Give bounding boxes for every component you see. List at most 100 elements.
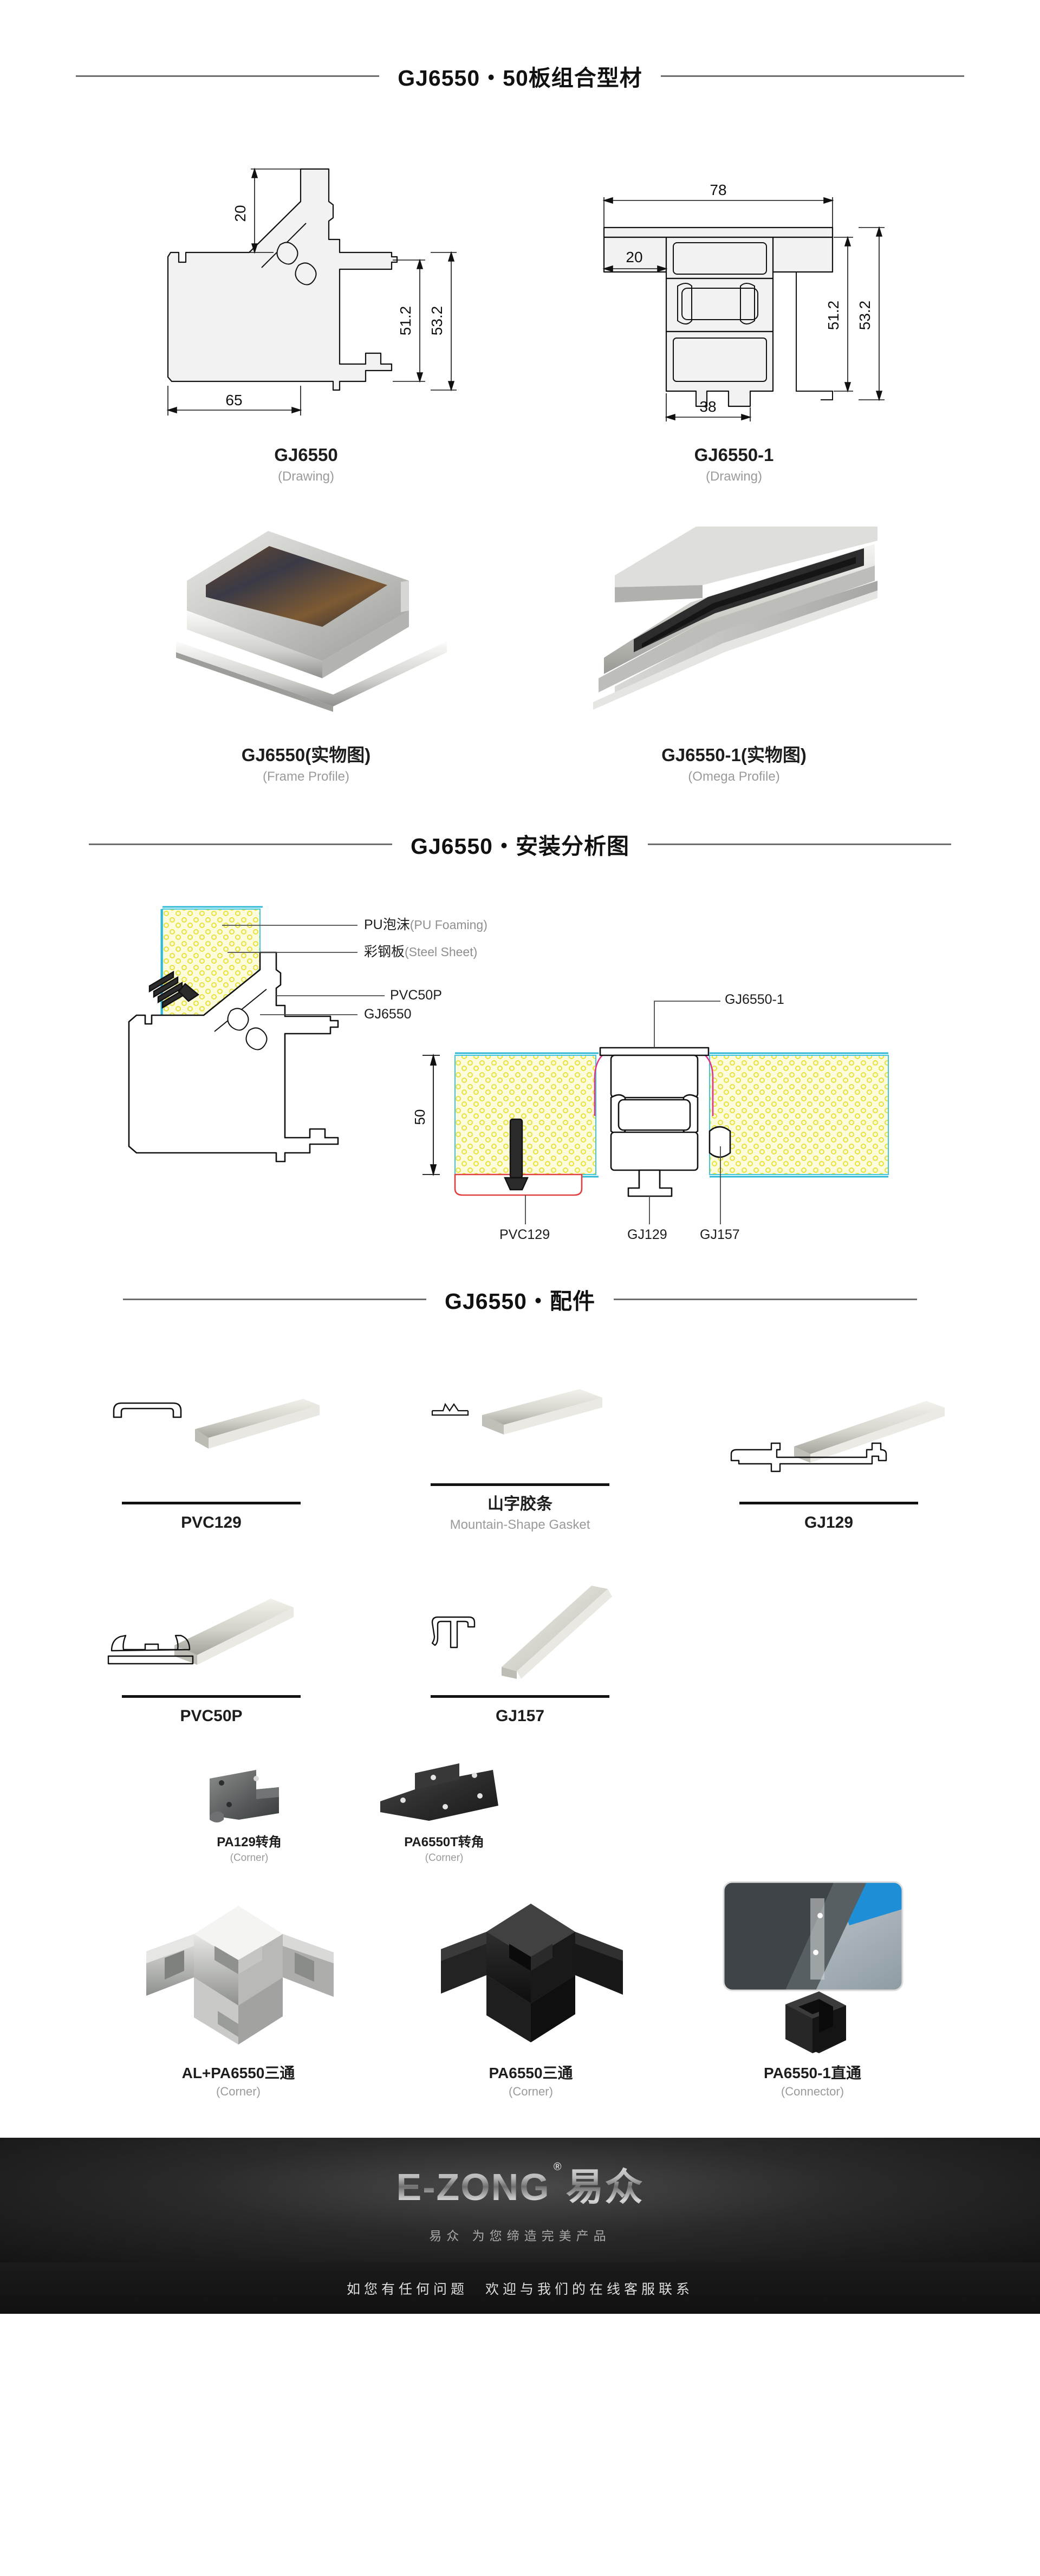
drawing-caption-cn: GJ6550	[274, 445, 338, 465]
parts-row-2: PVC50P GJ157	[0, 1565, 1040, 1728]
part-underline	[122, 1501, 301, 1504]
part-cell-pa129-corner: PA129转角 (Corner)	[179, 1749, 320, 1866]
part-label-cn: AL+PA6550三通	[181, 2064, 295, 2081]
part-label-cn: PA6550-1直通	[763, 2064, 861, 2081]
install-label-gj129: GJ129	[627, 1227, 667, 1243]
part-cell-pa6550-1-connector: PA6550-1直通 (Connector)	[693, 1877, 932, 2100]
section-title-profiles: GJ6550・50板组合型材	[398, 66, 642, 90]
pa6550-tee-art	[441, 1903, 623, 2042]
footer-logo-band: E-ZONG®易众 易众 为您缔造完美产品	[0, 2138, 1040, 2263]
part-label-cn: PVC50P	[180, 1707, 243, 1725]
dim-53-2-b: 53.2	[856, 301, 873, 330]
screw-centre	[504, 1119, 529, 1191]
part-art-pa6550-tee	[422, 1877, 639, 2055]
install-dim-50: 50	[412, 1109, 428, 1125]
install-label-steel-sheet: 彩钢板(Steel Sheet)	[364, 944, 477, 960]
part-art-pa129-corner	[187, 1749, 311, 1831]
part-label-pa6550-tee: PA6550三通 (Corner)	[489, 2063, 573, 2100]
part-label-pvc129: PVC129	[181, 1512, 242, 1534]
part-underline	[122, 1695, 301, 1698]
drawing-caption-en: (Drawing)	[705, 469, 762, 484]
part-label-cn: 山字胶条	[487, 1495, 552, 1514]
part-underline	[431, 1483, 609, 1487]
technical-drawings-row: 20 51.2	[0, 126, 1040, 485]
header-rule-left	[89, 843, 393, 845]
part-label-gj129: GJ129	[804, 1512, 853, 1534]
section-header-profiles: GJ6550・50板组合型材	[0, 60, 1040, 92]
part-art-pa6550-1-connector	[704, 1877, 921, 2055]
gj6550-section-svg: 20 51.2	[166, 167, 457, 416]
part-cell-pvc129: PVC129	[81, 1372, 341, 1534]
steel-sheet-en: (Steel Sheet)	[405, 945, 478, 959]
photo-caption-en: (Omega Profile)	[688, 769, 780, 784]
dim-51-2: 51.2	[397, 306, 414, 336]
parts-row-1: PVC129 山字胶	[0, 1353, 1040, 1534]
part-label-gj157: GJ157	[496, 1705, 544, 1728]
al-pa6550-tee-art	[146, 1905, 334, 2045]
pu-foam-en: (PU Foaming)	[410, 918, 487, 932]
part-label-cn: PA6550T转角	[404, 1834, 484, 1850]
part-label-gasket: 山字胶条 Mountain-Shape Gasket	[450, 1494, 590, 1534]
part-label-en: (Corner)	[216, 2084, 261, 2098]
install-label-pvc50p: PVC50P	[390, 988, 442, 1003]
dim-78: 78	[710, 181, 726, 198]
mountain-gasket-art	[431, 1389, 602, 1435]
install-label-pu-foam: PU泡沫(PU Foaming)	[364, 917, 487, 933]
part-label-pa6550-1-connector: PA6550-1直通 (Connector)	[764, 2063, 861, 2100]
photo-caption-gj6550-1: GJ6550-1(实物图) (Omega Profile)	[661, 743, 807, 786]
section-title-parts: GJ6550・配件	[445, 1289, 595, 1314]
photo-gj6550	[154, 510, 458, 727]
gj6550-1-section-svg: 78 20 51	[602, 181, 885, 421]
pa6550-1-connector-art	[723, 1881, 903, 2053]
section-title-install: GJ6550・安装分析图	[411, 834, 629, 859]
steel-sheet-cn: 彩钢板	[364, 944, 405, 960]
parts-row-3: PA129转角 (Corner)	[0, 1749, 1040, 1866]
drawing-cell-gj6550-1: 78 20 51	[561, 126, 907, 485]
photo-caption-cn: GJ6550(实物图)	[241, 745, 371, 765]
footer-contact-bar[interactable]: 如您有任何问题 欢迎与我们的在线客服联系	[0, 2262, 1040, 2314]
install-label-gj157: GJ157	[700, 1227, 740, 1243]
drawing-caption-gj6550-1: GJ6550-1 (Drawing)	[694, 443, 774, 485]
gj6550-1-photo-svg	[593, 527, 877, 710]
part-label-cn: PA6550三通	[489, 2064, 573, 2081]
part-label-en: (Corner)	[230, 1852, 269, 1864]
brand-latin: E-ZONG	[396, 2165, 550, 2208]
part-art-pa6550t-corner	[368, 1749, 520, 1831]
part-label-cn: GJ129	[804, 1513, 854, 1532]
brand-logo: E-ZONG®易众	[396, 2157, 644, 2211]
part-label-en: (Connector)	[781, 2084, 844, 2098]
header-rule-left	[76, 75, 380, 77]
part-underline	[431, 1695, 609, 1698]
registered-mark: ®	[553, 2160, 563, 2173]
part-art-pvc50p	[92, 1565, 330, 1690]
pvc129-art	[113, 1398, 320, 1449]
photo-gj6550-1	[582, 510, 886, 727]
photo-cell-gj6550-1: GJ6550-1(实物图) (Omega Profile)	[561, 510, 907, 786]
part-label-en: (Corner)	[509, 2084, 553, 2098]
drawing-cell-gj6550: 20 51.2	[133, 126, 479, 485]
part-label-cn: PA129转角	[217, 1834, 282, 1850]
photo-cell-gj6550: GJ6550(实物图) (Frame Profile)	[133, 510, 479, 786]
dim-20-b: 20	[626, 249, 642, 265]
footer-contact-text: 如您有任何问题 欢迎与我们的在线客服联系	[346, 2281, 693, 2297]
dim-20: 20	[232, 205, 249, 222]
part-art-gj157	[401, 1565, 639, 1690]
part-label-pa129-corner: PA129转角 (Corner)	[217, 1834, 282, 1866]
dim-65: 65	[225, 392, 242, 408]
part-art-gasket	[401, 1353, 639, 1478]
pvc50p-art	[107, 1599, 294, 1665]
installation-diagram: 50 PU泡沫(PU Foaming) 彩钢板(Steel Sh	[0, 893, 1040, 1261]
part-label-cn: PVC129	[181, 1513, 242, 1532]
drawing-caption-cn: GJ6550-1	[694, 445, 774, 465]
section-header-install: GJ6550・安装分析图	[0, 828, 1040, 860]
drawing-caption-en: (Drawing)	[277, 469, 334, 484]
screw-left	[148, 971, 200, 1009]
pa6550t-corner-art	[380, 1763, 498, 1821]
part-cell-pvc50p: PVC50P	[81, 1565, 341, 1728]
photo-caption-cn: GJ6550-1(实物图)	[661, 745, 807, 765]
part-art-al-pa6550-tee	[125, 1877, 352, 2055]
part-cell-pa6550-tee: PA6550三通 (Corner)	[406, 1877, 655, 2100]
brand-cn: 易众	[566, 2165, 644, 2208]
drawing-gj6550: 20 51.2	[138, 126, 474, 429]
product-spec-page: GJ6550・50板组合型材	[0, 60, 1040, 2314]
